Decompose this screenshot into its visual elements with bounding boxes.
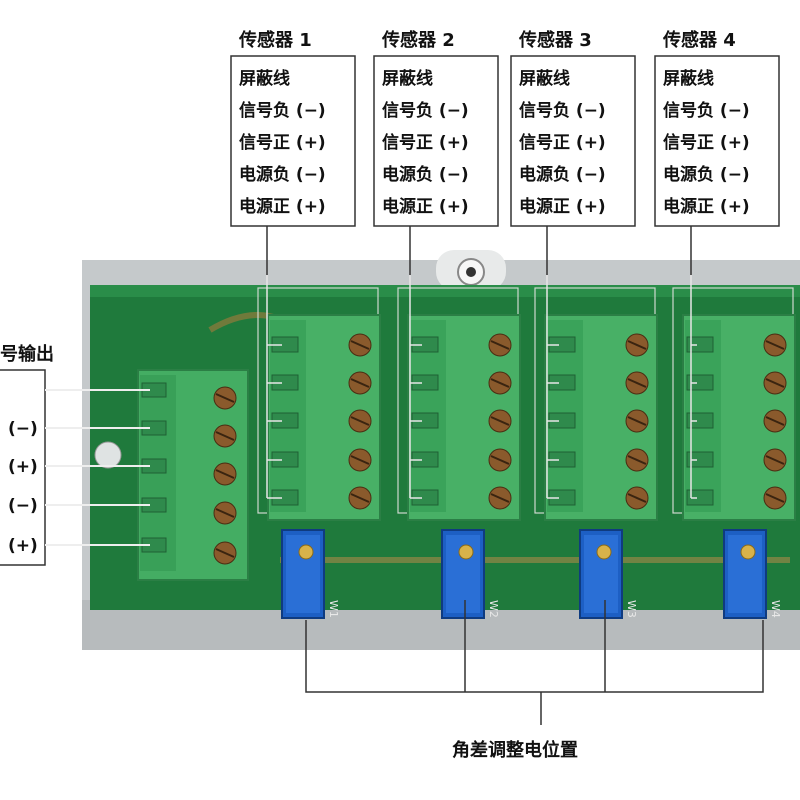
wire-label: 信号负 (−): [382, 100, 469, 121]
screw-slot: [627, 493, 647, 503]
pot-silkscreen-label: W4: [769, 600, 782, 618]
trim-potentiometer[interactable]: W1: [281, 529, 340, 619]
pot-adjust-screw[interactable]: [298, 544, 314, 560]
sensor-label-box: [230, 55, 356, 227]
sensor-title: 传感器 3: [518, 29, 592, 51]
wire-label: 屏蔽线: [382, 68, 433, 89]
output-label-box: 号输出 (−) (+) (−) (+): [0, 343, 150, 566]
output-label: (−): [8, 419, 38, 439]
screw-slot: [350, 493, 370, 503]
wire-label: 电源正 (+): [663, 196, 750, 217]
wire-label: 信号正 (+): [519, 132, 606, 153]
wire-label: 信号负 (−): [519, 100, 606, 121]
pot-silkscreen-label: W2: [487, 600, 500, 618]
pcb-edge: [90, 285, 800, 297]
screw-slot: [215, 548, 235, 558]
wire-label: 电源正 (+): [519, 196, 606, 217]
pot-silkscreen-label: W1: [327, 600, 340, 618]
output-label: (+): [8, 457, 38, 477]
screw-slot: [765, 416, 785, 426]
wire-label: 电源负 (−): [519, 164, 606, 185]
sensor-terminal-blocks: [257, 287, 796, 521]
screw-slot: [627, 340, 647, 350]
wire-label: 电源正 (+): [239, 196, 326, 217]
screw-slot: [490, 493, 510, 503]
screw-slot: [765, 340, 785, 350]
pin-socket: [686, 336, 714, 353]
screw-slot: [627, 378, 647, 388]
wire-label: 信号正 (+): [382, 132, 469, 153]
sensor-label-box: [373, 55, 499, 227]
wire-label: 信号正 (+): [663, 132, 750, 153]
screw-slot: [765, 493, 785, 503]
mounting-screw: [466, 267, 476, 277]
output-terminal-block: [137, 369, 249, 581]
screw-slot: [215, 393, 235, 403]
pot-adjust-screw[interactable]: [740, 544, 756, 560]
screw-slot: [490, 378, 510, 388]
pin-socket: [686, 489, 714, 506]
sensor-terminal-block: [534, 287, 658, 521]
sensor-label-box: [510, 55, 636, 227]
pot-adjust-screw[interactable]: [458, 544, 474, 560]
pot-silkscreen-label: W3: [625, 600, 638, 618]
wire-label: 信号负 (−): [663, 100, 750, 121]
screw-slot: [490, 416, 510, 426]
pin-socket: [686, 412, 714, 429]
sensor-title: 传感器 2: [381, 29, 455, 51]
output-label: (+): [8, 536, 38, 556]
screw-slot: [627, 455, 647, 465]
sensor-title: 传感器 4: [662, 29, 736, 51]
screw-slot: [215, 431, 235, 441]
wire-label: 信号负 (−): [239, 100, 326, 121]
screw-slot: [350, 340, 370, 350]
output-title: 号输出: [0, 343, 54, 365]
screw-slot: [350, 378, 370, 388]
potentiometers: W1 W2 W3 W4: [281, 529, 782, 619]
wire-label: 电源负 (−): [663, 164, 750, 185]
wire-label: 信号正 (+): [239, 132, 326, 153]
wire-label: 屏蔽线: [663, 68, 714, 89]
screw-slot: [215, 469, 235, 479]
output-label: (−): [8, 496, 38, 516]
sensor-title: 传感器 1: [238, 29, 312, 51]
screw-slot: [627, 416, 647, 426]
wire-label: 电源正 (+): [382, 196, 469, 217]
screw-slot: [490, 455, 510, 465]
sensor-terminal-block: [397, 287, 521, 521]
trim-potentiometer[interactable]: W4: [723, 529, 782, 619]
sensor-label-box: [654, 55, 780, 227]
screw-slot: [350, 455, 370, 465]
wire-label: 电源负 (−): [239, 164, 326, 185]
pin-socket: [686, 451, 714, 468]
pot-adjust-screw[interactable]: [596, 544, 612, 560]
sensor-terminal-block: [257, 287, 381, 521]
wire-label: 电源负 (−): [382, 164, 469, 185]
standoff: [94, 441, 122, 469]
adjust-bracket: 角差调整电位置: [305, 600, 764, 761]
wire-label: 屏蔽线: [519, 68, 570, 89]
screw-slot: [765, 378, 785, 388]
screw-slot: [765, 455, 785, 465]
trim-potentiometer[interactable]: W2: [441, 529, 500, 619]
screw-slot: [215, 508, 235, 518]
screw-slot: [350, 416, 370, 426]
wire-label: 屏蔽线: [239, 68, 290, 89]
trim-potentiometer[interactable]: W3: [579, 529, 638, 619]
adjust-caption: 角差调整电位置: [452, 739, 578, 761]
screw-slot: [490, 340, 510, 350]
pin-socket: [686, 374, 714, 391]
